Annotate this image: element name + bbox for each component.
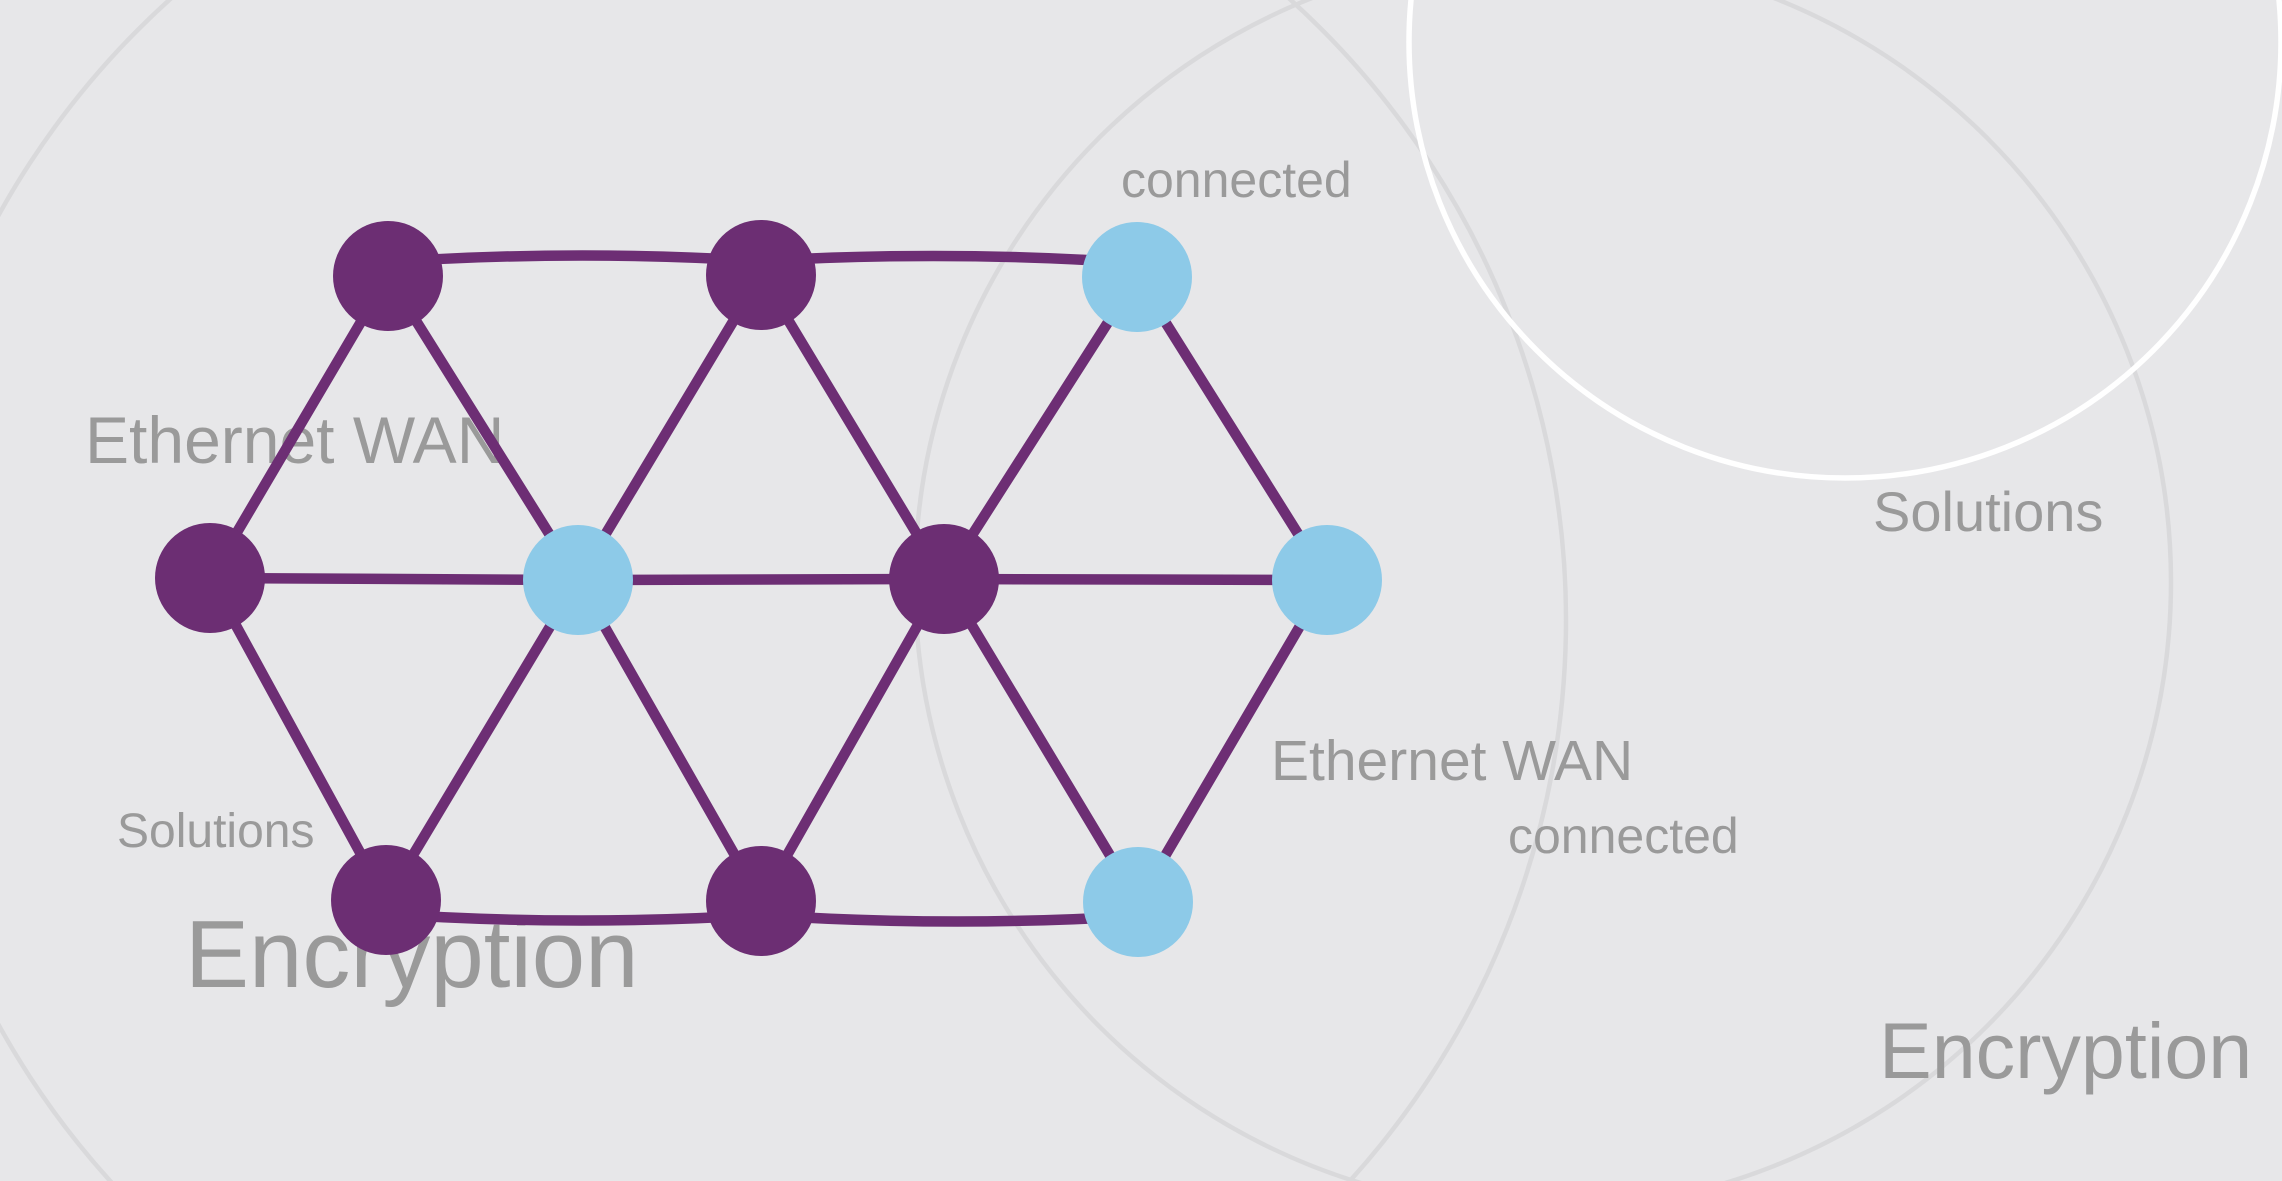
label-encryption-right: Encryption (1879, 1006, 2252, 1095)
mesh-edge-n1-n5 (382, 270, 584, 586)
mesh-node-blue-n7 (1272, 525, 1382, 635)
bg-circle-left-large (0, 0, 1568, 1181)
mesh-node-purple-n2 (706, 220, 816, 330)
mesh-edge-n5-n2 (572, 269, 767, 586)
label-ethernet-wan-right: Ethernet WAN (1271, 729, 1633, 793)
mesh-edge-n4-n8 (204, 572, 392, 906)
mesh-node-purple-n8 (331, 845, 441, 955)
bg-circle-white-top-right (1406, 0, 2282, 481)
mesh-edge-n8-n5 (380, 574, 584, 906)
mesh-node-purple-n9 (706, 846, 816, 956)
mesh-edge-n6-n10 (938, 573, 1144, 908)
mesh-edge-n5-n9 (572, 574, 767, 907)
mesh-nodes-layer (155, 220, 1382, 957)
mesh-edge-n6-n7 (938, 573, 1333, 586)
label-connected-right: connected (1508, 808, 1739, 864)
mesh-edge-n2-n6 (755, 269, 950, 585)
mesh-edge-n4-n5 (204, 572, 584, 586)
mesh-node-purple-n6 (889, 524, 999, 634)
mesh-edge-n5-n6 (572, 573, 950, 586)
mesh-node-purple-n4 (155, 523, 265, 633)
mesh-node-blue-n10 (1083, 847, 1193, 957)
mesh-edge-n6-n3 (938, 271, 1143, 585)
mesh-edge-n9-n6 (755, 573, 950, 907)
mesh-node-blue-n5 (523, 525, 633, 635)
mesh-edge-n10-n7 (1132, 574, 1333, 908)
mesh-edge-n4-n1 (204, 270, 394, 584)
mesh-edge-n3-n7 (1131, 271, 1333, 586)
mesh-node-purple-n1 (333, 221, 443, 331)
label-solutions-left: Solutions (117, 805, 314, 858)
label-solutions-right: Solutions (1873, 480, 2103, 543)
label-connected-top: connected (1121, 152, 1352, 208)
mesh-node-blue-n3 (1082, 222, 1192, 332)
